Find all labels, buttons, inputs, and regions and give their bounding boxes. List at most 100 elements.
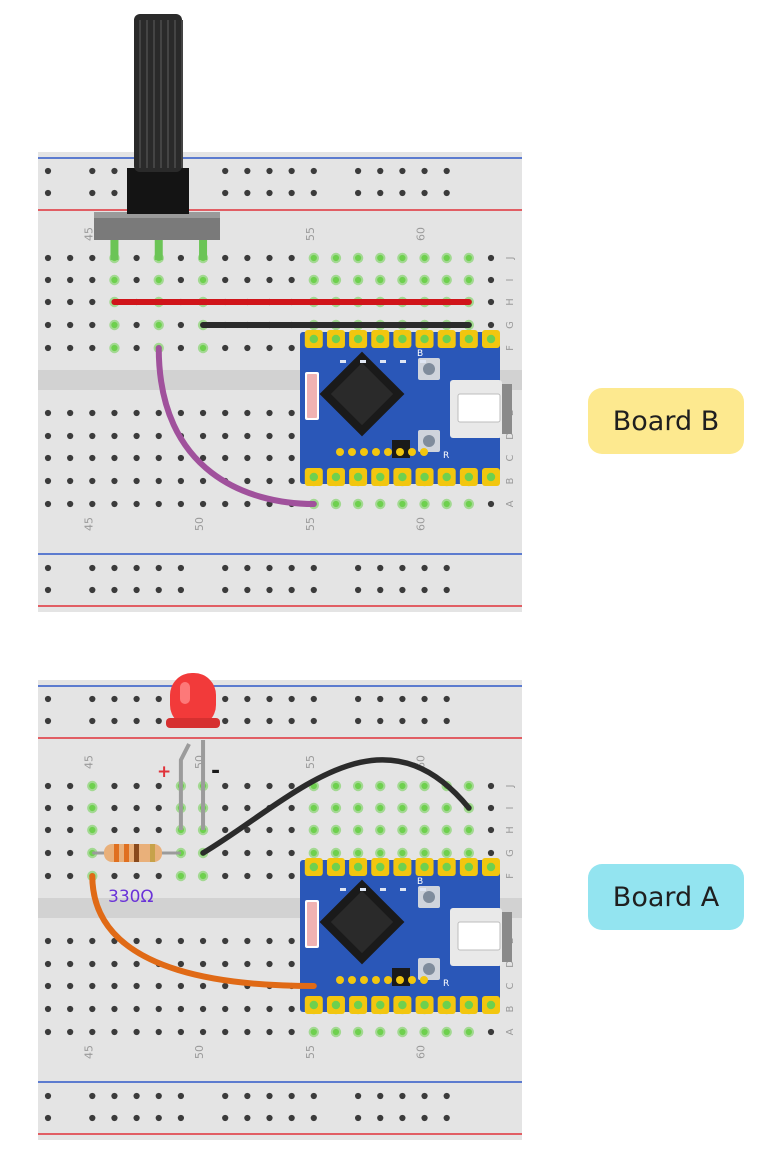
led-cathode-mark: - (211, 759, 220, 784)
breadboard-hole (177, 1005, 184, 1013)
breadboard-hole (155, 782, 162, 790)
breadboard-hole (199, 1028, 207, 1036)
breadboard-hole (222, 782, 229, 790)
rail-hole (443, 1092, 450, 1100)
rail-hole (133, 717, 140, 725)
column-number: 55 (304, 755, 317, 769)
breadboard-hole (266, 937, 273, 945)
rail-hole (155, 564, 162, 572)
rail-hole (111, 167, 118, 175)
rail-hole (443, 695, 450, 703)
breadboard-hole (111, 804, 118, 812)
breadboard-hole (288, 254, 295, 262)
breadboard-hole (355, 500, 362, 508)
rail-hole (355, 586, 362, 594)
rail-hole (310, 586, 317, 594)
breadboard-hole (44, 500, 52, 508)
header-pin-bottom (464, 1000, 474, 1010)
rail-hole (355, 1092, 362, 1100)
breadboard-hole (310, 849, 317, 857)
rail-hole (111, 1092, 118, 1100)
breadboard-hole (222, 960, 229, 968)
breadboard-hole (399, 276, 406, 284)
breadboard-hole (155, 500, 162, 508)
rail-hole (377, 695, 384, 703)
breadboard-hole (288, 872, 295, 880)
rail-hole (266, 1114, 273, 1122)
resistor-band (134, 844, 139, 862)
smd-pad (348, 448, 356, 456)
button-label-b: B (417, 877, 423, 887)
breadboard-hole (67, 1028, 74, 1036)
breadboard-hole (177, 982, 184, 990)
breadboard-hole (44, 321, 52, 329)
breadboard-hole (244, 409, 251, 417)
header-pin-top (331, 862, 341, 872)
row-letter: C (505, 454, 516, 461)
rail-hole (310, 1114, 317, 1122)
smd-component (360, 360, 366, 363)
header-pin-top (420, 862, 429, 872)
rail-hole (355, 167, 362, 175)
rail-hole (155, 695, 162, 703)
breadboard-hole (377, 826, 384, 834)
rail-hole (266, 167, 273, 175)
breadboard-hole (44, 937, 52, 945)
breadboard-hole (487, 849, 495, 857)
breadboard-hole (399, 500, 406, 508)
breadboard-hole (177, 276, 184, 284)
breadboard-hole (222, 982, 229, 990)
column-number: 55 (304, 1045, 317, 1059)
breadboard-hole (44, 782, 52, 790)
breadboard-hole (155, 321, 162, 329)
header-pin-bottom (442, 1000, 451, 1010)
smd-pad (396, 448, 404, 456)
row-letter: F (505, 345, 516, 351)
breadboard-hole (133, 477, 140, 485)
breadboard-hole (288, 344, 295, 352)
breadboard-hole (465, 1028, 472, 1036)
rail-hole (355, 1114, 362, 1122)
breadboard-hole (155, 1028, 162, 1036)
breadboard-hole (111, 982, 118, 990)
breadboard-hole (443, 1028, 450, 1036)
breadboard-hole (155, 432, 162, 440)
smd-pad (348, 976, 356, 984)
breadboard-hole (222, 937, 229, 945)
rail-hole (222, 1092, 229, 1100)
breadboard-hole (89, 254, 96, 262)
breadboard-hole (244, 477, 251, 485)
breadboard-hole (465, 276, 472, 284)
rail-hole (399, 189, 406, 197)
row-letter: D (505, 960, 516, 968)
breadboard-hole (377, 276, 384, 284)
rail-hole (155, 717, 162, 725)
breadboard-hole (487, 254, 495, 262)
breadboard-hole (111, 409, 118, 417)
breadboard-hole (443, 849, 450, 857)
rail-hole (44, 586, 52, 594)
breadboard-hole (332, 849, 340, 857)
row-letter: B (505, 477, 516, 484)
breadboard-hole (67, 937, 74, 945)
breadboard-hole (355, 1028, 362, 1036)
breadboard-hole (465, 500, 472, 508)
breadboard-hole (355, 782, 362, 790)
rail-hole (443, 564, 450, 572)
breadboard-hole (487, 782, 495, 790)
rail-hole (288, 1114, 295, 1122)
breadboard-hole (487, 321, 495, 329)
breadboard-hole (44, 982, 52, 990)
breadboard-hole (111, 1005, 118, 1013)
breadboard-hole (133, 782, 140, 790)
rail-hole (377, 189, 384, 197)
rail-hole (222, 1114, 229, 1122)
breadboard-hole (133, 872, 140, 880)
breadboard-hole (89, 982, 96, 990)
header-pin-bottom (398, 472, 407, 482)
rail-hole (111, 189, 118, 197)
rail-hole (443, 586, 450, 594)
breadboard-hole (244, 1005, 251, 1013)
rail-hole (133, 1114, 140, 1122)
usb-port-opening (457, 393, 501, 423)
